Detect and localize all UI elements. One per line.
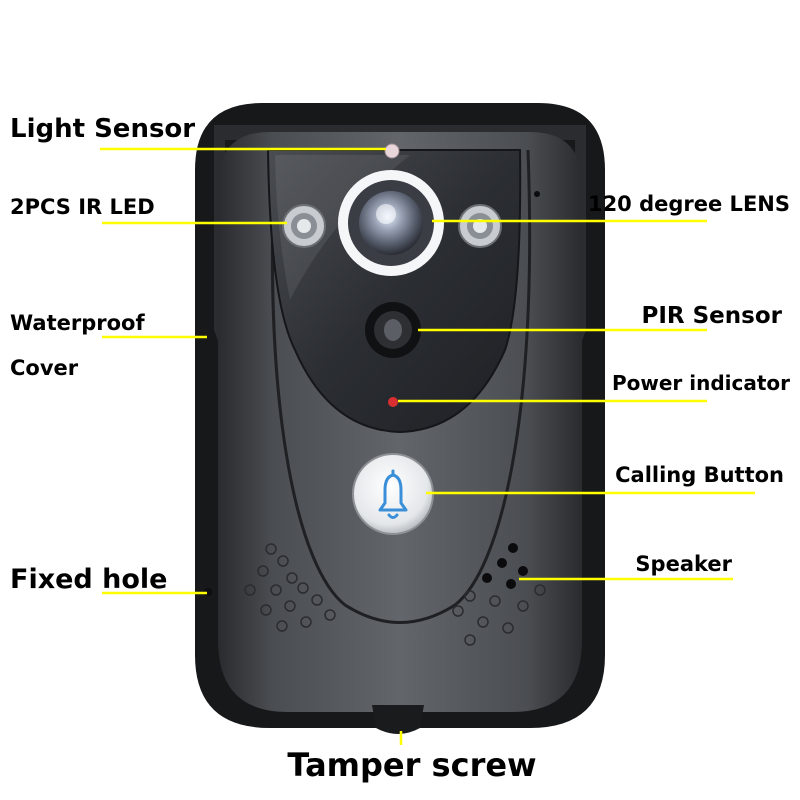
label-waterproof-line1: Waterproof <box>10 311 145 335</box>
left-hole-pattern <box>244 543 336 632</box>
bell-icon <box>378 469 408 519</box>
label-pir-sensor: PIR Sensor <box>641 303 782 329</box>
camera-lens-icon <box>338 170 444 276</box>
calling-button[interactable] <box>352 453 434 535</box>
label-tamper-screw: Tamper screw <box>287 746 536 784</box>
body-groove <box>270 149 532 624</box>
label-ir-led: 2PCS IR LED <box>10 195 155 219</box>
label-speaker: Speaker <box>635 552 732 576</box>
ir-led-icon <box>282 204 502 248</box>
label-fixed-hole: Fixed hole <box>10 564 168 595</box>
label-power-indicator: Power indicator <box>612 371 790 395</box>
label-lens: 120 degree LENS <box>588 192 790 216</box>
light-sensor <box>384 143 400 159</box>
power-indicator-led <box>388 397 398 407</box>
label-calling-button: Calling Button <box>615 463 784 487</box>
label-waterproof-line2: Cover <box>10 356 79 380</box>
tamper-screw <box>372 705 424 734</box>
speaker-grille <box>452 543 546 646</box>
doorbell-device <box>195 103 605 734</box>
pir-sensor-icon <box>365 302 421 358</box>
label-light-sensor: Light Sensor <box>10 114 195 144</box>
leader-lines <box>100 147 755 745</box>
